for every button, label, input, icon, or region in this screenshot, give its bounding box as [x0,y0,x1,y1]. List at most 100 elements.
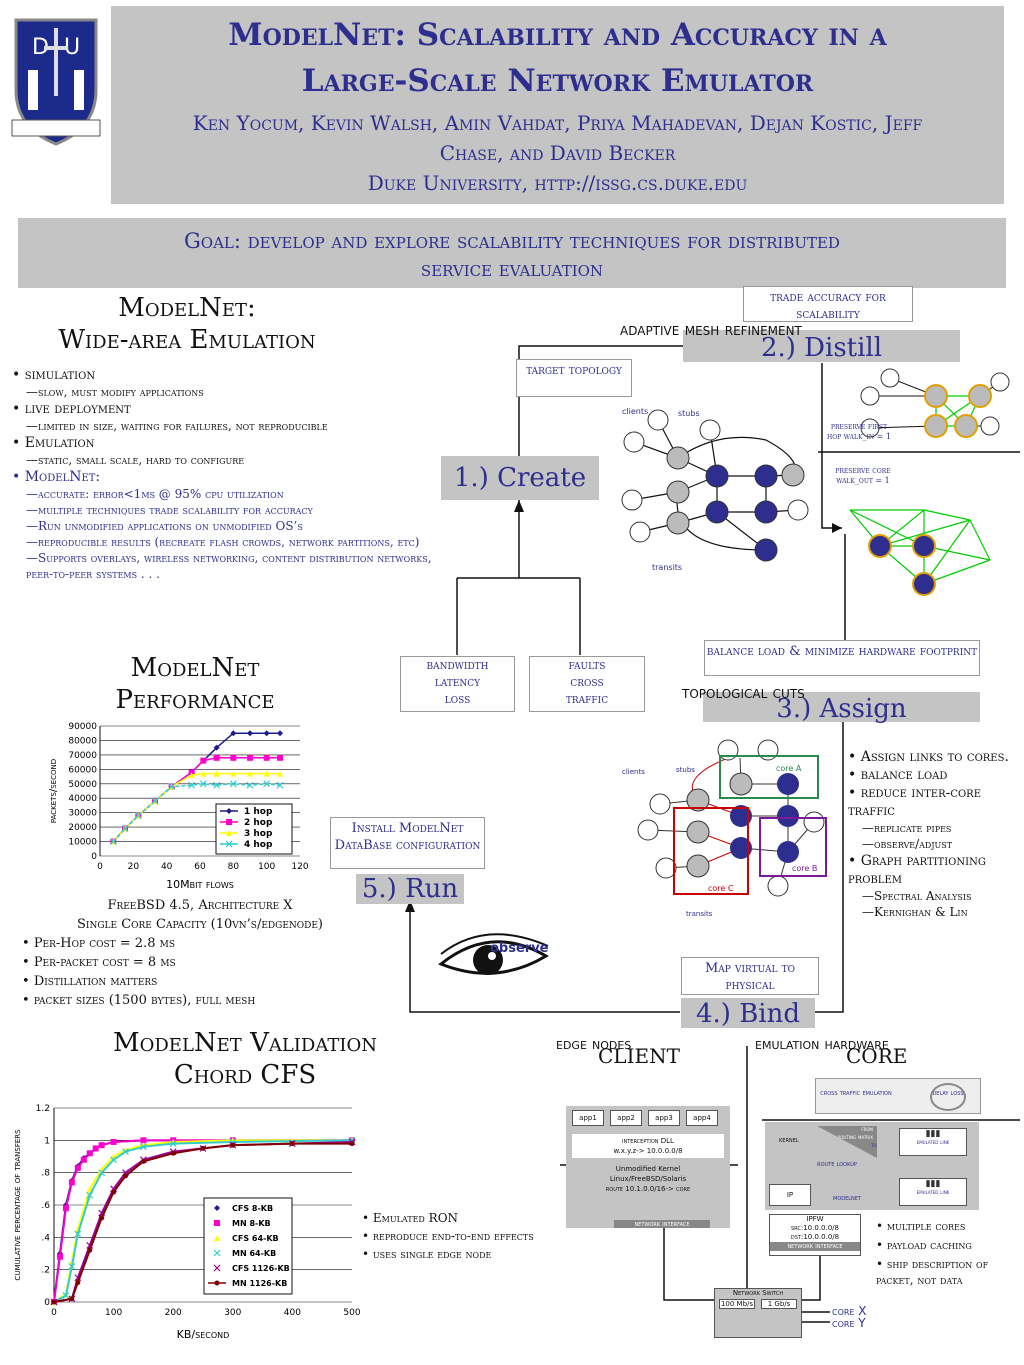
goal-line2: service evaluation [420,257,604,281]
bandwidth-label: bandwidth [426,658,489,673]
performance-title-line2: Performance [115,685,275,715]
perf-bullet-3: • Distillation matters [22,974,158,989]
client-stack: app1 app2 app3 app4 interception DLL w.x… [566,1106,730,1228]
performance-notes: FreeBSD 4.5, Architecture X Single Core … [40,896,360,934]
data-point [200,757,207,764]
core-label: CORE [846,1044,908,1068]
data-point [199,780,207,788]
trade-accuracy-note: trade accuracy for scalability [743,286,913,322]
wide-area-title-line1: ModelNet: [118,293,256,323]
y-tick-label: .2 [41,1266,50,1276]
core-a-label: core A [776,764,802,773]
data-point [69,1296,75,1302]
faults-cross-traffic-box: faults cross traffic [529,656,645,712]
wide-area-section: ModelNet: Wide-area Emulation • simulati… [12,292,442,582]
core-x-label: core X [832,1304,867,1318]
data-point [230,730,237,737]
wide-area-list: • simulation—slow, must modify applicati… [12,366,442,582]
stubs-label: stubs [678,409,700,418]
y-tick-label: .6 [41,1201,50,1211]
x-tick-label: 120 [291,862,308,872]
client-apps-row: app1 app2 app3 app4 [566,1106,730,1130]
y-tick-label: 1.2 [36,1104,50,1114]
performance-bullets: • Per-Hop cost = 2.8 µs • Per-packet cos… [22,934,352,1010]
faults-label: faults [568,658,606,673]
y-tick-label: 40000 [68,794,97,804]
legend-label: MN 8-KB [232,1219,271,1228]
legend-marker [226,808,232,814]
clients-label: clients [622,407,648,416]
cross-label: cross [570,675,604,690]
unmodified-kernel-label: Unmodified Kernel [615,1165,681,1173]
core-bullets: • multiple cores • payload caching • shi… [876,1218,1024,1288]
data-point [68,1179,75,1186]
x-axis-label: KB/second [177,1328,230,1341]
from-label: from [861,1126,873,1133]
svg-text:U: U [64,35,80,60]
legend-box [203,1197,293,1295]
data-point [200,1145,206,1151]
transits-label: transits [652,563,682,572]
app3-box: app3 [648,1110,680,1126]
data-point [74,1230,82,1238]
emulated-link-box-1: ▮▮▮ emulated link [899,1128,967,1156]
legend-label: CFS 64-KB [232,1234,279,1243]
data-point [263,754,270,761]
traffic-label: traffic [565,692,609,707]
x-tick-label: 0 [51,1308,57,1318]
data-point [213,754,220,761]
data-point [246,781,254,789]
emulated-link-label-2: emulated link [916,1189,950,1196]
list-item: • balance load [848,767,948,783]
data-point [86,1150,93,1157]
balance-load-note: balance load & minimize hardware footpri… [704,640,980,676]
speed-1gb: 1 Gb/s [761,1299,797,1309]
svg-text:D: D [32,35,49,60]
kernel-label: kernel [779,1136,799,1144]
queue-icon-2: ▮▮▮ [925,1179,941,1189]
legend-label: 3 hop [244,829,273,839]
core-c-label: core C [708,884,734,893]
os-list-label: Linux/FreeBSD/Solaris [609,1175,687,1183]
x-tick-label: 60 [194,862,206,872]
observe-label: observe [490,941,549,956]
data-point [188,772,195,779]
val-bullet-2-text: reproduce end-to-end effects [372,1229,534,1243]
list-subitem-text: Run unmodified applications on unmodifie… [38,519,303,533]
list-subitem: —limited in size, waiting for failures, … [26,419,328,433]
src-label: src:10.0.0.0/8 [790,1224,839,1232]
app2-box: app2 [610,1110,642,1126]
step-assign: 3.) Assign [703,692,980,724]
legend-marker [225,840,233,848]
emulation-hardware-label: emulation hardware [755,1034,889,1053]
legend-marker [226,830,232,836]
data-point [140,1137,147,1144]
list-item-head: Emulation [24,435,95,451]
data-point [87,1247,93,1253]
distill-graph-top [860,368,1010,438]
legend-marker [214,1220,220,1226]
y-tick-label: 50000 [68,780,97,790]
x-axis-label: 10Mbit flows [166,878,234,891]
x-tick-label: 80 [228,862,240,872]
preserve-core-note: preserve core walk_out = 1 [835,466,891,485]
assign-stubs-label: stubs [676,766,695,774]
list-subitem-text: accurate: error<1ms @ 95% cpu utilizatio… [38,487,284,501]
data-point [200,770,207,777]
x-tick-label: 100 [258,862,275,872]
list-item: • Graph partitioning problem [848,853,986,887]
legend-label: CFS 8-KB [232,1204,273,1213]
list-subitem: —Spectral Analysis [862,889,972,903]
perf-bullet-2: • Per-packet cost = 8 µs [22,955,176,970]
data-point [169,1140,177,1147]
y-tick-label: 20000 [68,823,97,833]
data-point [51,1299,57,1305]
interception-box: interception DLL w.x.y.z-> 10.0.0.0/8 [572,1134,724,1158]
ipfw-box: IPFW src:10.0.0.0/8 dst:10.0.0.0/8 netwo… [769,1214,861,1256]
data-point [122,1148,129,1156]
perf-bullet-1-text: Per-Hop cost = 2.8 µs [33,936,175,951]
list-subitem-text: observe/adjust [874,837,953,851]
dst-label: dst:10.0.0.0/8 [790,1233,840,1241]
